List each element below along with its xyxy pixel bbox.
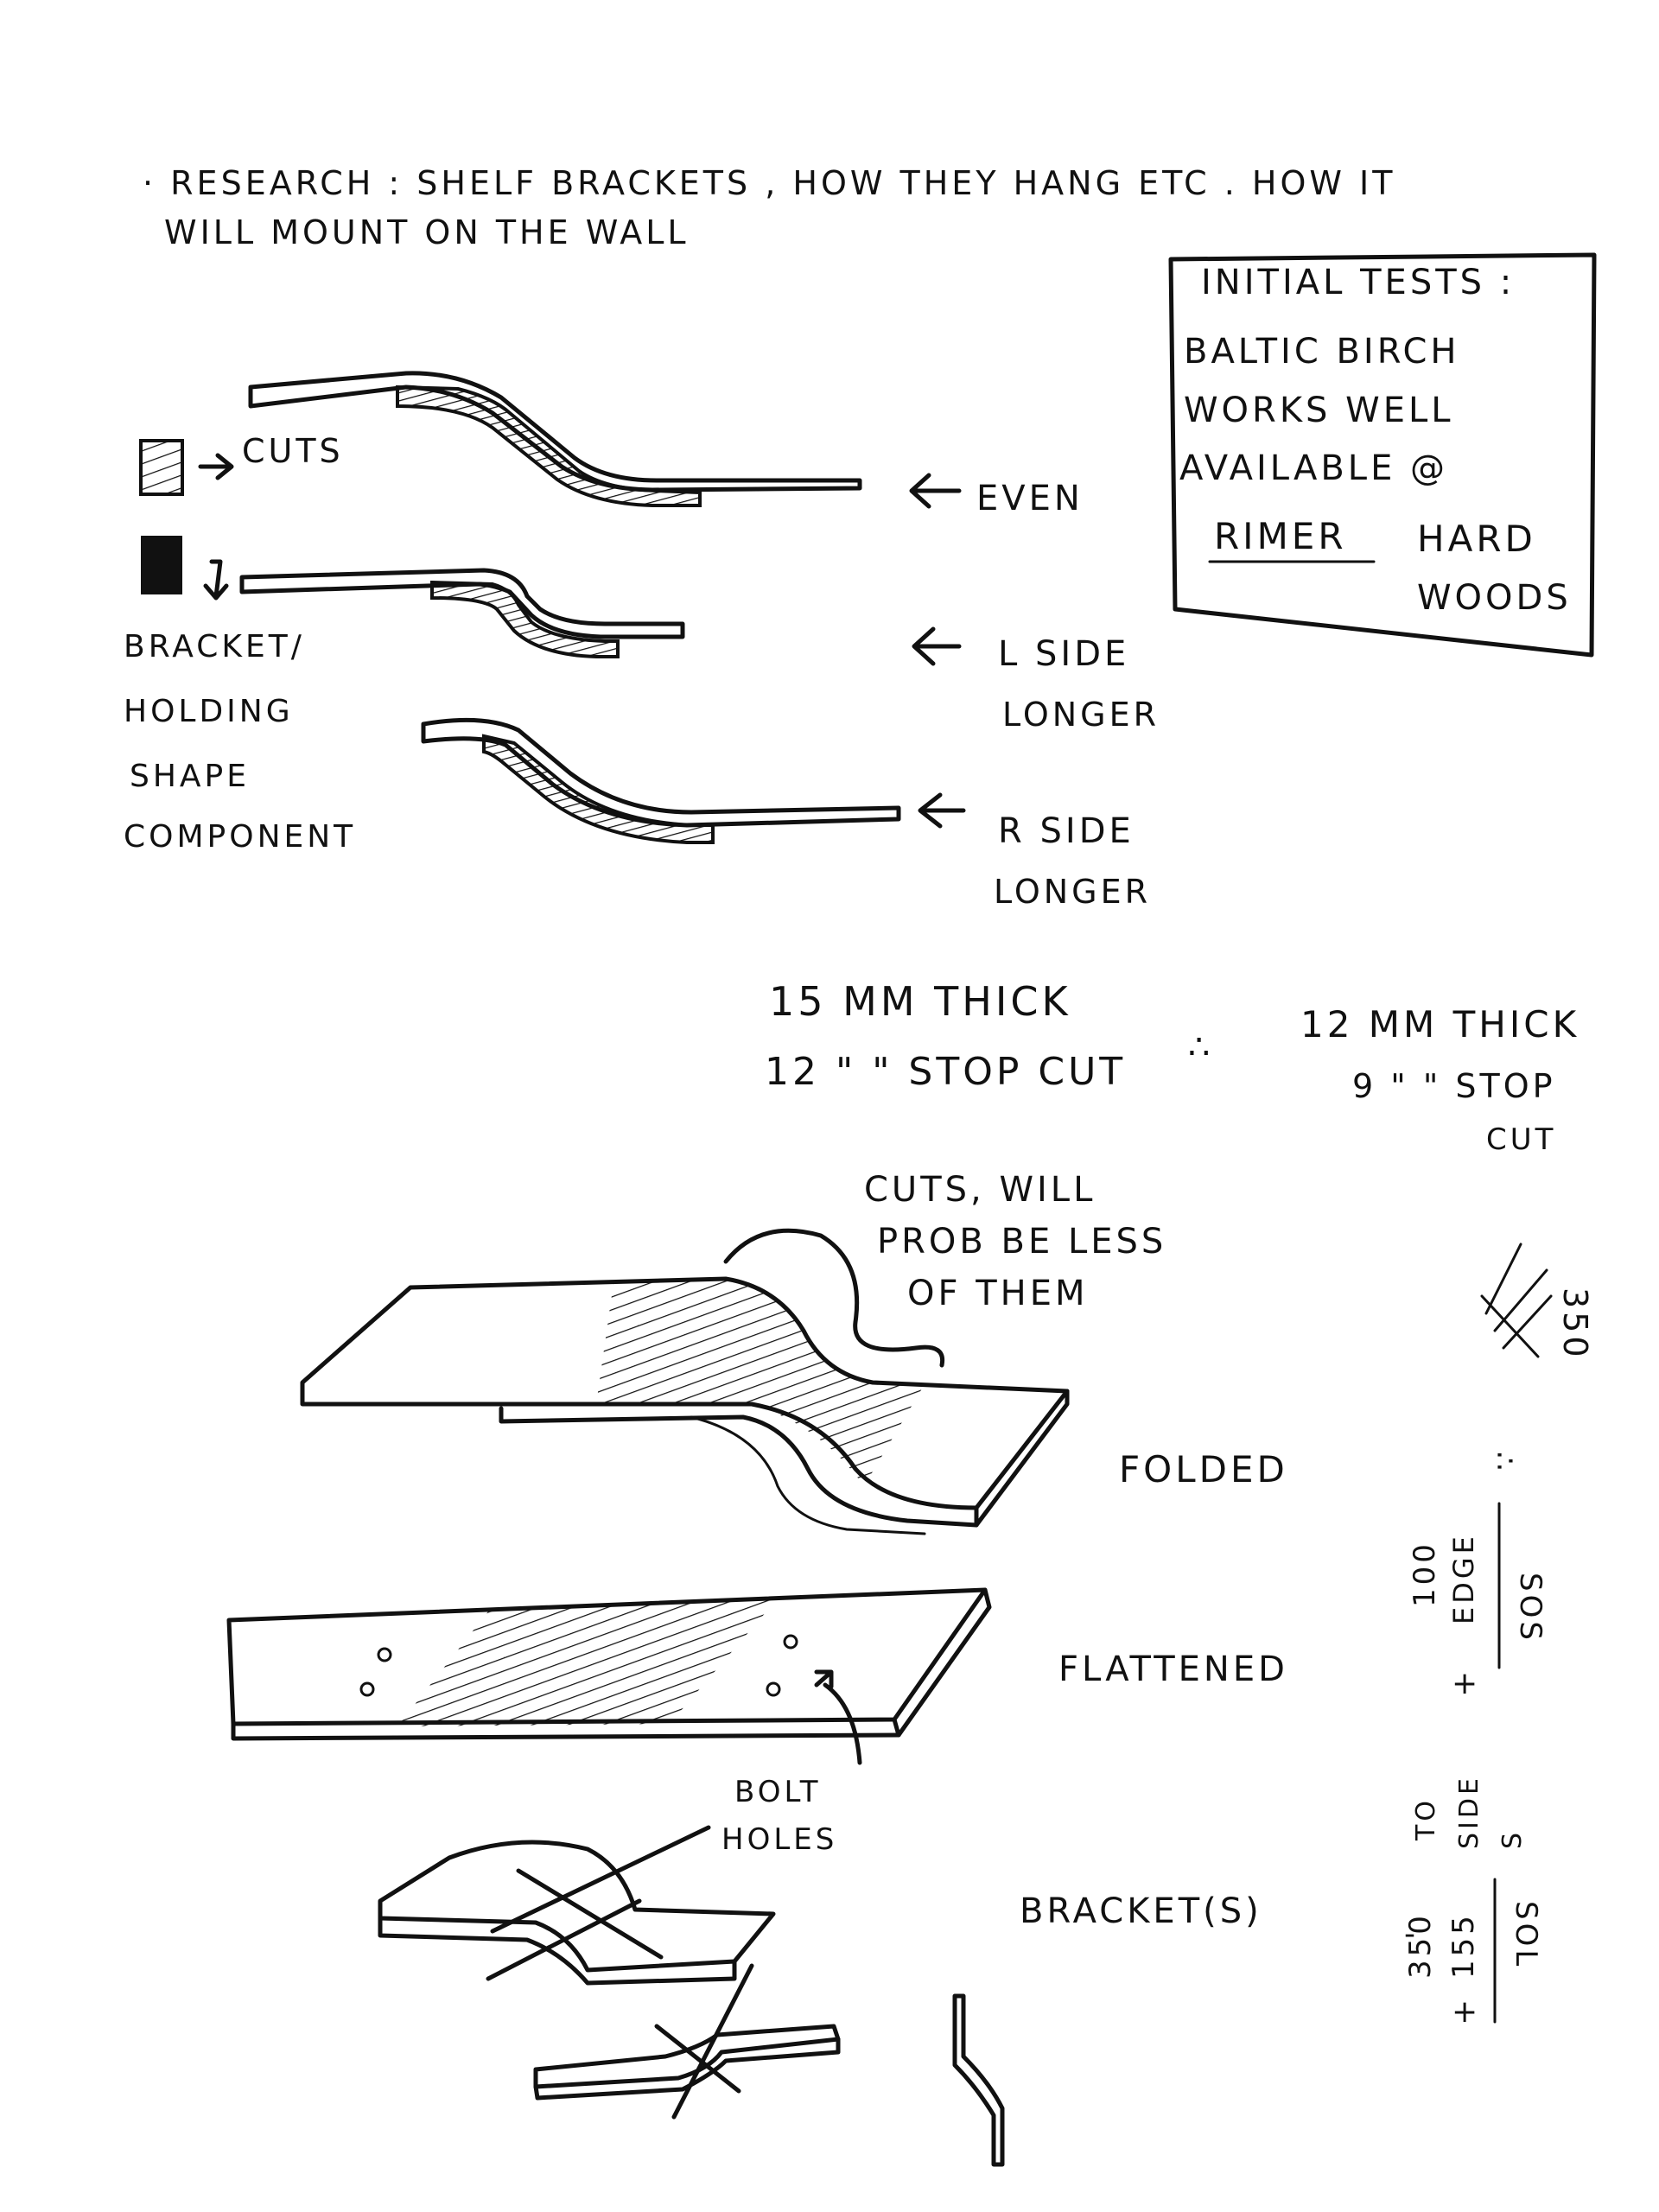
header-line-1: · RESEARCH : SHELF BRACKETS , HOW THEY H… [143, 164, 1395, 202]
profile-even [248, 371, 862, 507]
bracket-label-1: BRACKET/ [124, 629, 305, 664]
profile-sketches: CUTS BRACKET/ HOLDING SHAPE COMPONENT EV… [124, 371, 1160, 911]
thickness-right-2: 9 " " STOP [1352, 1067, 1556, 1105]
bolt-hole-3 [377, 1647, 392, 1662]
profile-r-side-longer [421, 717, 901, 844]
tests-line-4: AVAILABLE @ [1179, 448, 1448, 488]
cuts-note-2: PROB BE LESS [877, 1222, 1166, 1262]
bracket-swatch [141, 536, 182, 594]
calc-155: 155 [1446, 1912, 1481, 1979]
bolt-holes-label-2: HOLES [721, 1822, 837, 1857]
cuts-note-3: OF THEM [907, 1274, 1089, 1313]
thickness-left-1: 15 MM THICK [769, 978, 1071, 1025]
calc-350b: 350 [1403, 1912, 1438, 1979]
cuts-note-1: CUTS, WILL [864, 1170, 1096, 1210]
calc-s: S [1497, 1829, 1528, 1849]
cuts-label: CUTS [242, 432, 344, 470]
header-notes: · RESEARCH : SHELF BRACKETS , HOW THEY H… [143, 164, 1395, 251]
flattened-view [226, 1587, 992, 1765]
calc-350: 350 [1556, 1287, 1594, 1361]
therefore-symbol: ∴ [1188, 1027, 1213, 1067]
r-side-label-2: LONGER [994, 873, 1151, 911]
bracket-label-3: SHAPE [130, 759, 250, 794]
cuts-arrow [198, 453, 234, 480]
calc-therefore: ∴ [1487, 1452, 1522, 1474]
thickness-right-3: CUT [1486, 1122, 1556, 1157]
tests-line-5: RIMER [1214, 515, 1347, 557]
l-side-label-1: L SIDE [998, 634, 1129, 674]
calc-3-minus: - [1404, 1916, 1419, 1952]
thickness-left-2: 12 " " STOP CUT [765, 1050, 1126, 1094]
bracket-view-3 [952, 1993, 1005, 2167]
initial-tests-box: INITIAL TESTS : BALTIC BIRCH WORKS WELL … [1168, 252, 1597, 658]
r-side-arrow [918, 792, 966, 829]
calc-side: SIDE [1454, 1775, 1484, 1849]
scribble-hatch [1480, 1243, 1553, 1358]
calc-100: 100 [1408, 1541, 1442, 1607]
cuts-note-leader [723, 1228, 945, 1368]
l-side-label-2: LONGER [1002, 696, 1160, 734]
bracket-label: BRACKET(S) [1020, 1891, 1262, 1931]
cuts-note: CUTS, WILL PROB BE LESS OF THEM [723, 1170, 1166, 1368]
bracket-2-cross [654, 1963, 754, 2120]
calc-3-plus: + [1452, 1994, 1481, 2030]
bracket-arrow [203, 559, 229, 601]
flattened-label: FLATTENED [1058, 1649, 1288, 1689]
profile-l-side-longer [239, 568, 685, 658]
tests-box-frame [1168, 252, 1597, 658]
tests-line-7: WOODS [1417, 578, 1572, 618]
bracket-view-1 [378, 1825, 776, 1986]
bracket-label-2: HOLDING [124, 694, 294, 729]
bolt-hole-1 [783, 1634, 798, 1649]
tests-line-3: WORKS WELL [1184, 391, 1454, 430]
tests-line-2: BALTIC BIRCH [1184, 332, 1460, 372]
calc-sos: SOS [1513, 1573, 1548, 1643]
even-label: EVEN [976, 479, 1084, 518]
margin-calculations: 350 ∴ 100 EDGE SOS + TO SIDE S 350 155 S… [1403, 1243, 1594, 2030]
thickness-notes: 15 MM THICK 12 " " STOP CUT ∴ 12 MM THIC… [765, 978, 1580, 1157]
calc-sol: SOL [1509, 1901, 1543, 1969]
folded-label: FOLDED [1119, 1448, 1288, 1491]
cuts-swatch [139, 439, 184, 496]
thickness-right-1: 12 MM THICK [1300, 1003, 1580, 1046]
bracket-view-2 [533, 1963, 841, 2120]
folded-view [300, 1276, 1070, 1535]
bolt-hole-2 [766, 1681, 781, 1697]
even-arrow [909, 473, 962, 509]
calc-2-plus: + [1452, 1666, 1481, 1701]
bolt-holes-leader [814, 1669, 862, 1765]
bolt-hole-4 [359, 1681, 375, 1697]
tests-line-6: HARD [1417, 518, 1536, 560]
r-side-label-1: R SIDE [998, 811, 1135, 851]
tests-line-1: INITIAL TESTS : [1201, 263, 1515, 302]
bracket-label-4: COMPONENT [124, 819, 356, 855]
bracket-1-cross [486, 1825, 711, 1981]
l-side-arrow [912, 626, 962, 666]
calc-to: TO [1411, 1797, 1441, 1841]
bolt-holes-label-1: BOLT [734, 1775, 822, 1809]
calc-edge: EDGE [1447, 1533, 1480, 1624]
header-line-2: WILL MOUNT ON THE WALL [164, 213, 690, 251]
